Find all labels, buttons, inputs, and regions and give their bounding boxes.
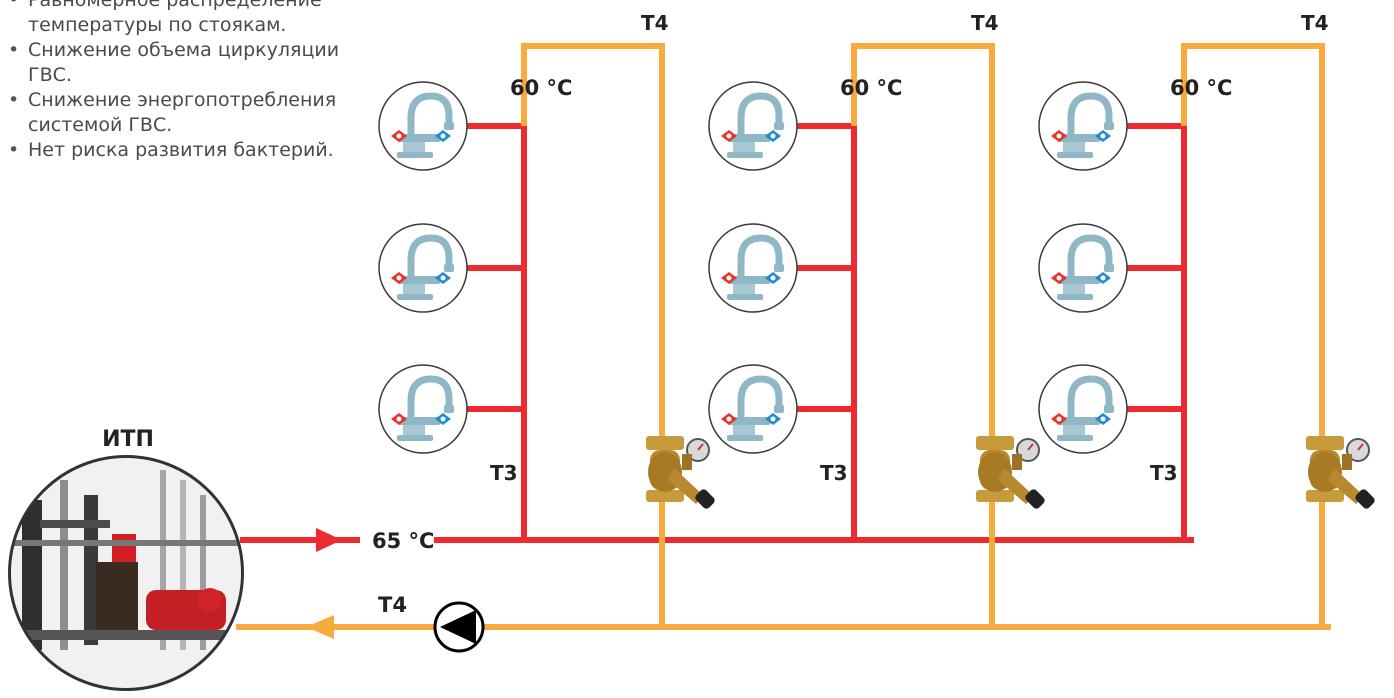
riser-temp-label: 60 °C — [510, 76, 572, 100]
faucet-icon — [379, 224, 467, 312]
riser-supply-label: T3 — [1150, 461, 1178, 485]
arrow-right-icon — [316, 528, 342, 552]
faucet-icon — [709, 224, 797, 312]
benefit-item: Снижение объема циркуляции ГВС. — [6, 38, 346, 88]
faucet-icon — [1039, 82, 1127, 170]
return-riser-pipe — [851, 43, 995, 630]
benefit-item: Снижение энергопотребления системой ГВС. — [6, 88, 346, 138]
arrow-left-icon — [306, 615, 334, 639]
itp-label: ИТП — [102, 427, 154, 452]
supply-temp-label: 65 °C — [372, 529, 434, 553]
riser-supply-label: T3 — [820, 461, 848, 485]
faucet-icon — [1039, 224, 1127, 312]
riser-return-label: T4 — [971, 11, 999, 35]
riser-temp-label: 60 °C — [840, 76, 902, 100]
pump-icon — [433, 601, 485, 653]
benefit-item: Равномерное распределение температуры по… — [6, 0, 346, 38]
benefit-item: Нет риска развития бактерий. — [6, 138, 346, 163]
riser-temp-label: 60 °C — [1170, 76, 1232, 100]
faucet-icon — [709, 365, 797, 453]
return-riser-pipe — [1181, 43, 1325, 630]
balancing-valve-icon — [1305, 435, 1378, 512]
itp-substation-photo — [8, 455, 244, 691]
faucet-icon — [379, 82, 467, 170]
return-pipe-label: T4 — [378, 593, 407, 617]
riser-return-label: T4 — [641, 11, 669, 35]
riser-group: T4 60 °C T3 — [709, 11, 1048, 630]
balancing-valve-icon — [645, 435, 718, 512]
faucet-icon — [709, 82, 797, 170]
return-riser-pipe — [521, 43, 665, 630]
riser-group: T4 60 °C T3 — [1039, 11, 1378, 630]
faucet-icon — [379, 365, 467, 453]
faucet-icon — [1039, 365, 1127, 453]
riser-group: T4 60 °C T3 — [379, 11, 718, 630]
balancing-valve-icon — [975, 435, 1048, 512]
riser-supply-label: T3 — [490, 461, 518, 485]
benefits-list: Равномерное распределение температуры по… — [6, 0, 346, 163]
riser-return-label: T4 — [1301, 11, 1329, 35]
